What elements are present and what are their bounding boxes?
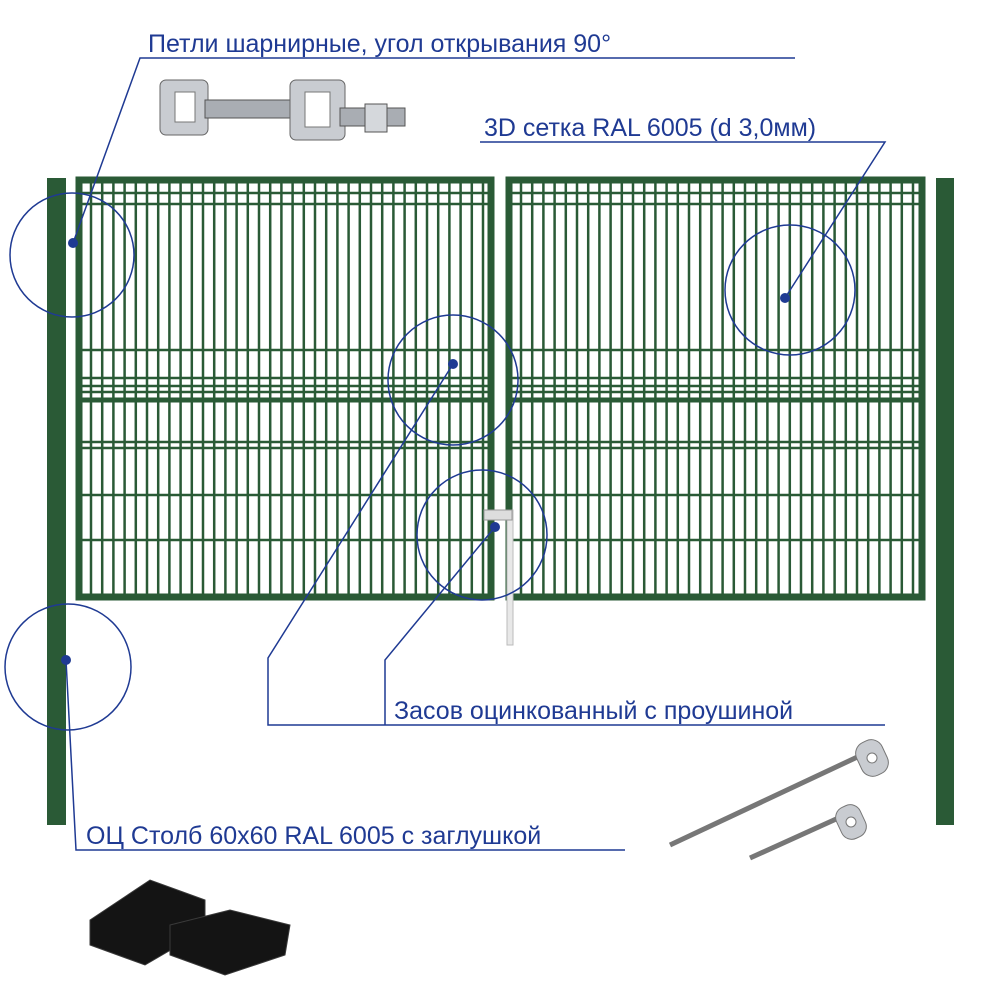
hinges-label: Петли шарнирные, угол открывания 90° [148,30,611,58]
right-gate-leaf [505,176,926,601]
mesh-detail-circle [724,224,856,356]
hinge-picture [159,79,406,141]
latch-rod [506,509,514,646]
post-leader-line [65,659,625,851]
middle-detail-circle [387,314,519,446]
mesh-leader-line [480,141,887,299]
latch-detail-circle [416,469,548,601]
hinge-detail-circle [9,192,135,318]
post-caps-picture [89,879,291,976]
post-label: ОЦ Столб 60x60 RAL 6005 с заглушкой [86,822,541,850]
latch-bracket [483,509,513,521]
latch-leader-line-a [267,363,885,726]
mesh-dot [780,293,790,303]
latch-dot [490,522,500,532]
mesh-label: 3D сетка RAL 6005 (d 3,0мм) [484,114,816,142]
left-gate-leaf [75,176,495,601]
leaf-frame [75,176,495,601]
hinge-leader-line [72,57,795,244]
hinge-dot [68,238,78,248]
middle-dot [448,359,458,369]
post-detail-circle [4,603,132,731]
left-post [47,178,66,825]
post-dot [61,655,71,665]
leaf-frame [505,176,926,601]
right-post [936,178,954,825]
latch-label: Засов оцинкованный с проушиной [394,697,793,725]
latch-rods-picture [668,739,889,861]
latch-leader-line-b [384,526,496,725]
